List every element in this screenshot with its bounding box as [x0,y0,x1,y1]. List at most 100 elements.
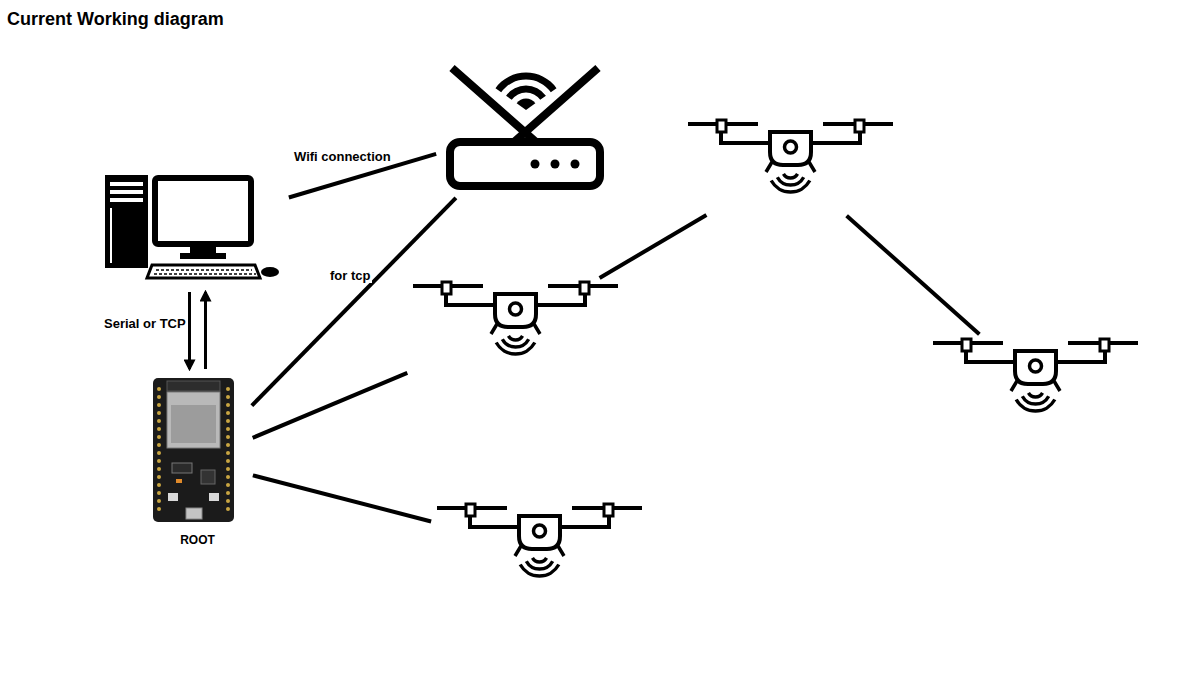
header-pin [226,491,230,495]
header-pin [157,459,161,463]
header-pin [226,419,230,423]
drone-icon-art [931,337,1140,432]
signal-wave [525,560,554,570]
tower-front [110,208,112,263]
camera [785,141,797,153]
header-pin [157,507,161,511]
arrow-line [204,292,207,369]
header-pin [157,419,161,423]
header-pin [226,483,230,487]
drone-skid [1011,381,1060,391]
signal-wave [495,342,537,356]
shield-top [171,405,216,443]
signal-wave [519,564,561,578]
header-pin [157,451,161,455]
connector [253,475,431,521]
led [176,479,182,483]
drone-icon-art [686,118,895,213]
drone-skid [766,162,815,172]
keyboard [147,265,260,278]
signal-wave [1015,399,1057,413]
wifi-wave [495,73,556,93]
drone-icon [435,502,644,597]
tower-slot [110,198,143,202]
header-pin [157,435,161,439]
signal-wave [501,338,530,348]
header-pin [226,507,230,511]
camera [1030,360,1042,372]
edge-label: for tcp [328,268,372,283]
esp32-board: ROOT [146,375,249,547]
header-pin [226,427,230,431]
monitor-stand [190,244,216,253]
router-light [571,160,580,169]
drone-skid [515,546,564,556]
header-pin [157,395,161,399]
connector [252,198,456,406]
wifi-wave [506,85,546,99]
router-body [450,142,600,186]
esp32-board-art [146,375,241,547]
link-line [253,373,408,438]
router-light [531,160,540,169]
pcb [153,378,234,522]
regulator [172,463,192,473]
signal-wave [770,180,812,194]
camera [534,525,546,537]
button [209,493,219,501]
header-pin [226,451,230,455]
header-pin [226,467,230,471]
header-pin [157,427,161,431]
header-pin [226,499,230,503]
connector [253,373,408,438]
header-pin [226,395,230,399]
chip [201,470,215,484]
button [168,493,178,501]
computer-icon-art [100,170,285,282]
computer-icon [100,170,285,282]
drone-icon [411,280,620,375]
signal-wave [1021,395,1050,405]
arrow-line [188,292,191,369]
router-icon [440,60,610,195]
wifi-wave [517,99,536,110]
computer-tower [105,175,148,268]
tower-slot [110,182,143,186]
header-pin [226,387,230,391]
header-pin [157,387,161,391]
tower-slot [110,190,143,194]
header-pin [157,443,161,447]
drone-icon [686,118,895,213]
router-light [551,160,560,169]
monitor-base [180,253,226,259]
header-pin [157,403,161,407]
signal-wave [1027,392,1044,399]
edge-label: Wifi connection [292,149,393,164]
header-pin [157,467,161,471]
link-line [600,215,707,278]
header-pin [157,499,161,503]
camera [510,303,522,315]
rf-shield [167,392,220,448]
link-line [847,216,980,335]
monitor [155,178,251,244]
header-pin [226,403,230,407]
connector [600,215,707,278]
header-pin [226,411,230,415]
node-label: ROOT [146,533,249,547]
drone-body [519,516,560,549]
drone-icon [931,337,1140,432]
diagram-title: Current Working diagram [7,9,224,30]
router-icon-art [440,60,610,195]
mouse [261,267,279,277]
antenna-trace [167,381,220,391]
antenna [452,68,598,142]
link-line [253,475,431,521]
header-pin [226,435,230,439]
signal-wave [776,176,805,186]
signal-wave [782,173,799,180]
header-pin [226,475,230,479]
header-pin [226,443,230,447]
connector [847,216,980,335]
